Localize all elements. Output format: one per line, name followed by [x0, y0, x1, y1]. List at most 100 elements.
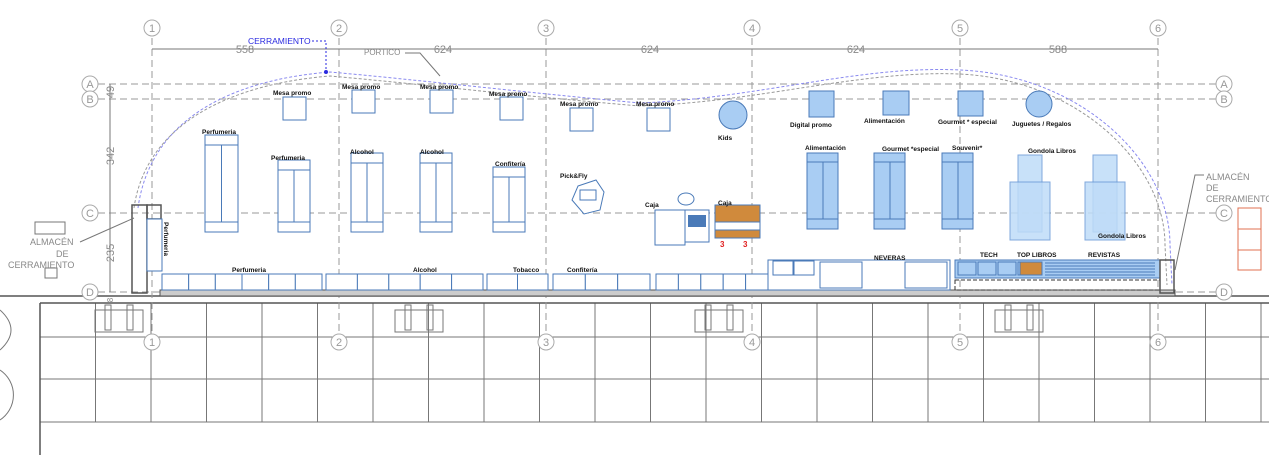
gourmet-table[interactable] — [957, 90, 984, 117]
dim-a-b: 49 — [105, 86, 117, 98]
mesa-promo-table[interactable] — [351, 89, 376, 114]
mesa-promo-table[interactable] — [646, 107, 671, 132]
gondola-shelf[interactable] — [350, 152, 384, 233]
gondola-shelf[interactable] — [277, 159, 311, 233]
top-libros-unit[interactable] — [1019, 261, 1043, 276]
wall-shelf[interactable] — [745, 273, 769, 291]
grid-row-label: D — [1220, 287, 1228, 299]
pickfly-stand[interactable] — [571, 179, 605, 215]
alimentacion-table[interactable] — [882, 90, 910, 116]
svg-text:ALMACÉN: ALMACÉN — [1206, 172, 1250, 182]
nevera-unit[interactable] — [819, 261, 863, 289]
cerramiento-leader — [312, 40, 327, 70]
mesa-promo-table[interactable] — [429, 89, 454, 114]
pillar — [104, 304, 112, 331]
dim-1-2: 558 — [236, 44, 254, 56]
wall-shelf[interactable] — [214, 273, 243, 291]
counter-label: TECH — [980, 252, 998, 259]
fixture-label: Gondola Libros — [1028, 148, 1076, 155]
wall-shelf[interactable] — [161, 273, 190, 291]
grid-column-label: 2 — [336, 23, 342, 35]
wall-shelf[interactable] — [419, 273, 453, 291]
pillar — [726, 304, 734, 331]
counter-label: TOP LIBROS — [1017, 252, 1057, 259]
grid-column-label: 3 — [543, 337, 549, 349]
fixture-label: Perfumeria — [162, 222, 169, 256]
gondola-libros[interactable] — [1009, 154, 1051, 241]
grid-bubble — [81, 283, 99, 301]
wall-shelf[interactable] — [722, 273, 747, 291]
tech-unit[interactable] — [977, 261, 997, 276]
nevera-unit[interactable] — [772, 260, 794, 276]
mesa-promo-table[interactable] — [499, 96, 524, 121]
svg-text:DE: DE — [1206, 183, 1219, 193]
wall-shelf[interactable] — [188, 273, 216, 291]
wall-shelf[interactable] — [294, 273, 323, 291]
lower-structure-grid — [39, 303, 1269, 423]
wall-shelf[interactable] — [356, 273, 390, 291]
grid-row-label: B — [1220, 94, 1227, 106]
column-cap — [146, 204, 162, 220]
dim-5-6: 588 — [1049, 44, 1067, 56]
svg-text:CERRAMIENTO: CERRAMIENTO — [1206, 194, 1269, 204]
mesa-promo-table[interactable] — [569, 107, 594, 132]
grid-column-label: 1 — [149, 23, 155, 35]
counter-label: Perfumeria — [232, 267, 266, 274]
nevera-unit[interactable] — [904, 261, 948, 289]
fixture-label: Caja — [645, 202, 659, 209]
wall-shelf[interactable] — [325, 273, 358, 291]
portico-label: PORTICO — [364, 48, 400, 57]
wall-shelf[interactable] — [486, 273, 518, 291]
wall-shelf[interactable] — [388, 273, 421, 291]
fixture-label: Perfumeria — [271, 155, 305, 162]
gondola-libros[interactable] — [1084, 154, 1126, 241]
gondola-shelf[interactable] — [204, 134, 239, 233]
gondola-shelf[interactable] — [492, 166, 526, 233]
wall-shelf[interactable] — [268, 273, 296, 291]
counter-label: NEVERAS — [874, 255, 906, 262]
fixture-label: Caja — [718, 200, 732, 207]
kids-round-table[interactable] — [718, 100, 748, 130]
fixture-label: Souvenir* — [952, 145, 983, 152]
mesa-promo-group: Mesa promo Mesa promo Mesa promo Mesa pr… — [273, 84, 674, 132]
tech-unit[interactable] — [957, 261, 977, 276]
wall-shelf[interactable] — [700, 273, 724, 291]
wall-shelf[interactable] — [655, 273, 679, 291]
blue-gondola-shelf[interactable] — [806, 152, 839, 230]
wall-shelf[interactable] — [517, 273, 549, 291]
portico-leader — [405, 52, 441, 77]
nevera-unit[interactable] — [793, 260, 815, 276]
wall-shelf[interactable] — [451, 273, 484, 291]
fixture-label: Mesa promo — [273, 90, 311, 97]
wall-shelf[interactable] — [241, 273, 270, 291]
caja-2[interactable]: 3 3 — [714, 204, 761, 249]
mesa-promo-table[interactable] — [282, 96, 307, 121]
grid-bubble — [143, 19, 161, 37]
digital-promo-table[interactable] — [808, 90, 835, 118]
grid-bubble — [743, 333, 761, 351]
gondola-shelf[interactable] — [419, 152, 453, 233]
fixture-label: Alimentación — [864, 118, 905, 125]
cerramiento-point — [324, 70, 328, 74]
pillar — [1004, 304, 1012, 331]
wall-shelf[interactable] — [552, 273, 586, 291]
blue-gondola-shelf[interactable] — [941, 152, 974, 230]
gondola-group — [204, 134, 526, 233]
fixture-label: Gourmet * especial — [938, 119, 997, 126]
tech-unit[interactable] — [997, 261, 1017, 276]
juguetes-round-table[interactable] — [1025, 90, 1053, 118]
grid-column-label: 2 — [336, 337, 342, 349]
fixture-label: Alimentación — [805, 145, 846, 152]
wall-shelf[interactable] — [584, 273, 619, 291]
grid-bubble — [951, 333, 969, 351]
counter-label: Alcohol — [413, 267, 437, 274]
cerramiento-curve — [137, 69, 1173, 286]
caja-1[interactable] — [654, 192, 710, 246]
wall-shelf[interactable] — [677, 273, 702, 291]
blue-gondola-shelf[interactable] — [873, 152, 906, 230]
perfumeria-side-shelf[interactable] — [146, 218, 163, 272]
cerramiento-label: CERRAMIENTO — [248, 36, 311, 46]
fixture-label: Alcohol — [420, 149, 444, 156]
wall-shelf[interactable] — [617, 273, 651, 291]
grid-bubble — [1215, 283, 1233, 301]
